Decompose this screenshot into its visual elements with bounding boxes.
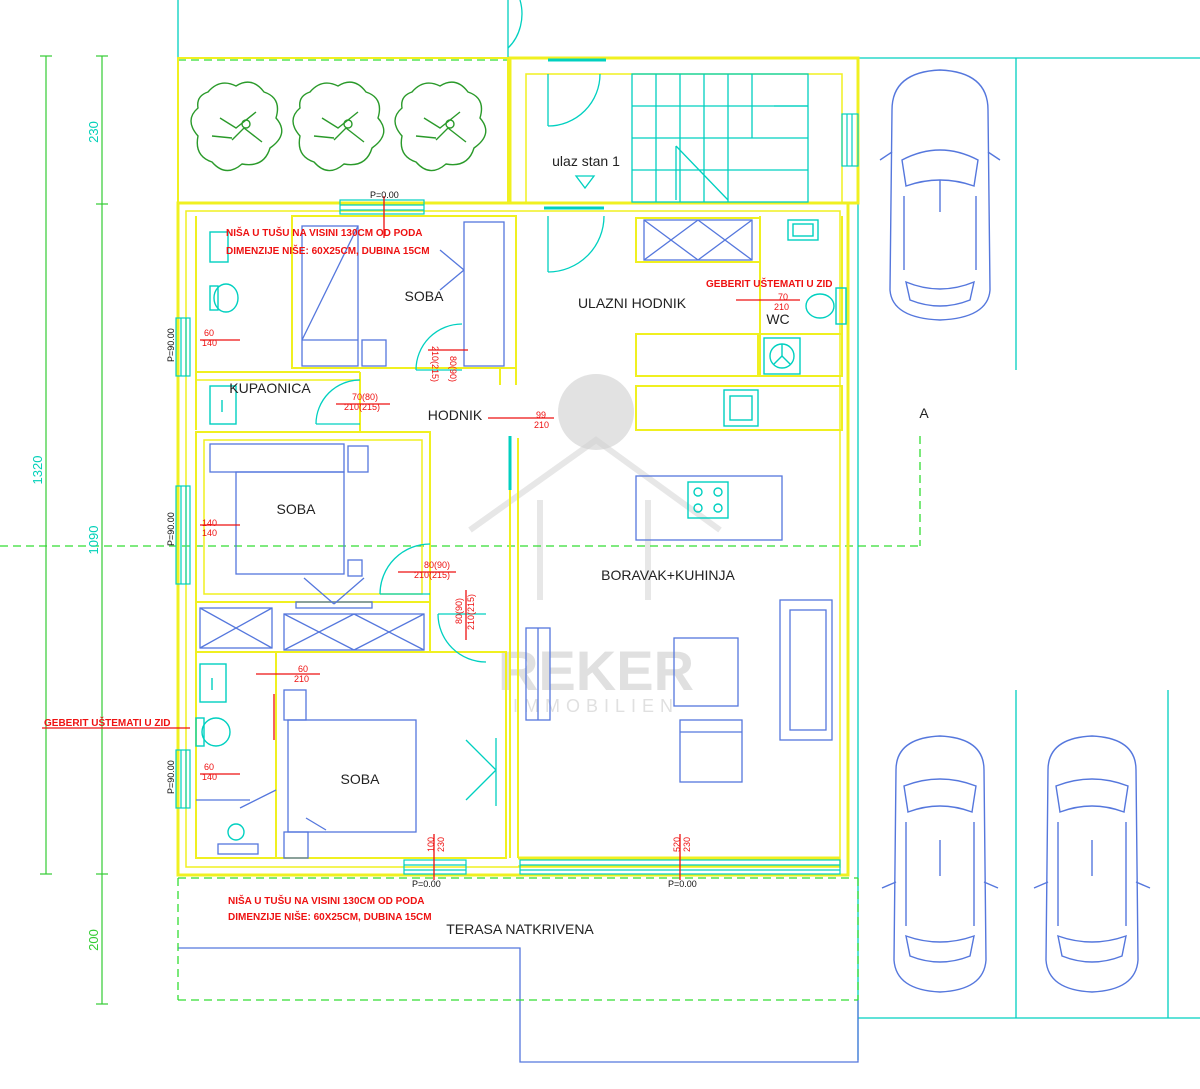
dimension-labels: 230 1320 1090 200 [30,121,101,951]
win-liv-w: 520 [672,837,682,852]
terrace-outline [178,947,859,1063]
garden-boundary [0,59,921,1001]
level-bottom-right: P=0.00 [668,879,697,889]
vert-door-w: 80(90) [454,598,464,624]
win-a-h: 140 [202,338,217,348]
level-top: P=0.00 [370,190,399,200]
dim-1320: 1320 [30,456,45,485]
dimension-lines [40,55,108,1005]
note-nisa-bot-2: DIMENZIJE NIŠE: 60X25CM, DUBINA 15CM [228,910,432,923]
soba-door-w: 80(90) [448,356,458,382]
kup-door-h: 210(215) [344,402,380,412]
walls [176,56,860,877]
room-label-soba-top: SOBA [405,288,445,304]
win-c-h: 140 [202,772,217,782]
win-c-w: 60 [204,762,214,772]
axis-label-a: A [919,405,929,421]
sanitary [195,219,847,841]
staircase [631,73,809,203]
red-markers [42,196,800,880]
car-icon-top [879,69,1001,321]
watermark-brand: REKER [498,639,694,702]
room-label-soba-bottom: SOBA [341,771,381,787]
win-a-w: 60 [204,328,214,338]
sill-90-b: P=90.00 [166,512,176,546]
win-liv-h: 230 [682,837,692,852]
level-bottom-left: P=0.00 [412,879,441,889]
room-label-ulazni-hodnik: ULAZNI HODNIK [578,295,687,311]
dim-230: 230 [86,121,101,143]
note-geberit-left: GEBERIT UŠTEMATI U ZID [44,716,170,729]
watermark-sub: IMMOBILIEN [513,696,679,716]
notes: NIŠA U TUŠU NA VISINI 130CM OD PODA DIME… [44,226,832,923]
tree-icon-3 [394,81,487,172]
car-icons [879,69,1151,993]
sill-90-c: P=90.00 [166,760,176,794]
doors [315,58,606,806]
note-nisa-bot-1: NIŠA U TUŠU NA VISINI 130CM OD PODA [228,894,425,907]
room-label-soba-mid: SOBA [277,501,317,517]
tree-icon-1 [190,81,283,172]
note-nisa-top-1: NIŠA U TUŠU NA VISINI 130CM OD PODA [226,226,423,239]
mid-door-w: 80(90) [424,560,450,570]
watermark: REKER IMMOBILIEN [468,374,722,716]
soba-door-h: 210(215) [430,346,440,382]
car-icon-bottom-left [881,735,999,993]
furniture [196,219,833,859]
hod-w: 99 [536,410,546,420]
win-b-h: 140 [202,528,217,538]
room-label-ulaz: ulaz stan 1 [552,153,620,169]
note-nisa-top-2: DIMENZIJE NIŠE: 60X25CM, DUBINA 15CM [226,244,430,257]
sill-90-a: P=90.00 [166,328,176,362]
win-bot-h: 230 [436,837,446,852]
dim-1090: 1090 [86,526,101,555]
room-label-boravak: BORAVAK+KUHINJA [601,567,735,583]
entrance-arrow-icon [574,175,596,190]
room-label-wc: WC [766,311,789,327]
tree-icon-2 [292,81,385,172]
wc-door-h: 210 [774,302,789,312]
wc-door-w: 70 [778,292,788,302]
room-label-hodnik: HODNIK [428,407,483,423]
mid-door-h: 210(215) [414,570,450,580]
bath-door-h: 210 [294,674,309,684]
bath-door-w: 60 [298,664,308,674]
opening-labels: P=0.00 P=0.00 P=0.00 P=90.00 P=90.00 P=9… [166,190,789,889]
tree-icons [190,81,487,172]
dim-200: 200 [86,929,101,951]
win-b-w: 140 [202,518,217,528]
win-bot-w: 100 [426,837,436,852]
kup-door-w: 70(80) [352,392,378,402]
vert-door-h: 210(215) [466,594,476,630]
room-labels: ulaz stan 1 SOBA ULAZNI HODNIK WC KUPAON… [229,153,929,937]
car-icon-bottom-right [1033,735,1151,993]
room-label-kupaonica: KUPAONICA [229,380,311,396]
hod-h: 210 [534,420,549,430]
note-geberit-wc: GEBERIT UŠTEMATI U ZID [706,277,832,290]
room-label-terasa: TERASA NATKRIVENA [446,921,594,937]
